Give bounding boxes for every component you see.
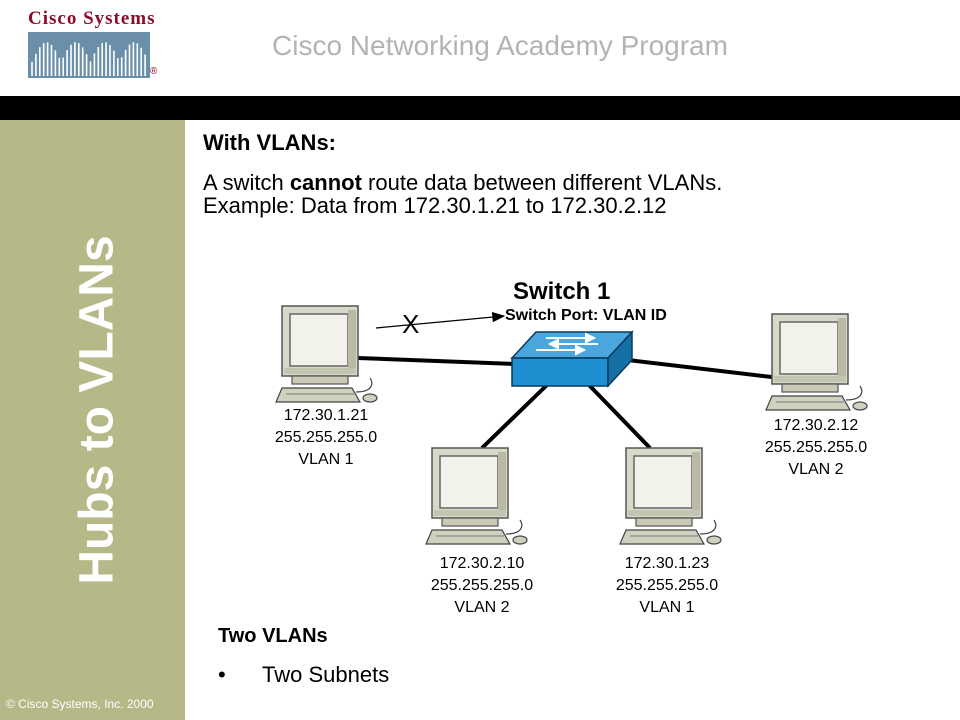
link-host-4 <box>586 382 652 450</box>
description-line-2: Example: Data from 172.30.1.21 to 172.30… <box>203 193 667 218</box>
host-vlan: VLAN 1 <box>298 451 354 468</box>
blocked-route-arrow <box>375 311 506 329</box>
link-host-2 <box>627 358 781 380</box>
host-vlan: VLAN 1 <box>639 599 695 616</box>
cisco-logo-bars-icon <box>28 32 150 78</box>
link-host-1 <box>357 356 517 366</box>
registered-mark: ® <box>150 66 158 77</box>
header-divider-bar <box>0 96 960 120</box>
host-ip: 172.30.1.21 <box>283 407 369 424</box>
description-line-1-end: route data between different VLANs. <box>361 170 723 195</box>
switch-port-label: Switch Port: VLAN ID <box>505 307 667 324</box>
blocked-mark: X <box>402 309 420 339</box>
host-mask: 255.255.255.0 <box>274 429 378 446</box>
host-vlan: VLAN 2 <box>788 461 844 478</box>
host-ip: 172.30.1.23 <box>624 555 710 572</box>
host-vlan: VLAN 2 <box>454 599 510 616</box>
link-host-3 <box>480 382 550 450</box>
switch-title: Switch 1 <box>513 278 611 305</box>
computer-host-1-icon <box>275 305 378 403</box>
sidebar <box>0 120 185 720</box>
computer-host-3-icon <box>425 447 528 545</box>
summary-heading: Two VLANs <box>218 625 328 647</box>
bullet-icon: • <box>218 662 226 687</box>
host-mask: 255.255.255.0 <box>764 439 868 456</box>
description-line-1: A switch cannot route data between diffe… <box>203 170 722 196</box>
description-emphasis: cannot <box>289 170 362 195</box>
cisco-logo-text: Cisco Systems <box>28 8 156 29</box>
host-ip: 172.30.2.10 <box>439 555 525 572</box>
section-heading: With VLANs: <box>203 130 337 155</box>
host-label-3: 172.30.2.10 255.255.255.0 VLAN 2 <box>392 553 572 619</box>
switch-icon <box>510 330 634 388</box>
computer-host-4-icon <box>619 447 722 545</box>
host-label-4: 172.30.1.23 255.255.255.0 VLAN 1 <box>577 553 757 619</box>
program-title: Cisco Networking Academy Program <box>272 30 728 61</box>
host-label-2: 172.30.2.12 255.255.255.0 VLAN 2 <box>726 415 906 481</box>
copyright-text: © Cisco Systems, Inc. 2000 <box>6 697 154 711</box>
host-mask: 255.255.255.0 <box>615 577 719 594</box>
host-ip: 172.30.2.12 <box>773 417 859 434</box>
host-label-1: 172.30.1.21 255.255.255.0 VLAN 1 <box>236 405 416 471</box>
host-mask: 255.255.255.0 <box>430 577 534 594</box>
summary-item: Two Subnets <box>262 662 390 687</box>
computer-host-2-icon <box>765 313 868 411</box>
description-line-1-start: A switch <box>203 170 290 195</box>
